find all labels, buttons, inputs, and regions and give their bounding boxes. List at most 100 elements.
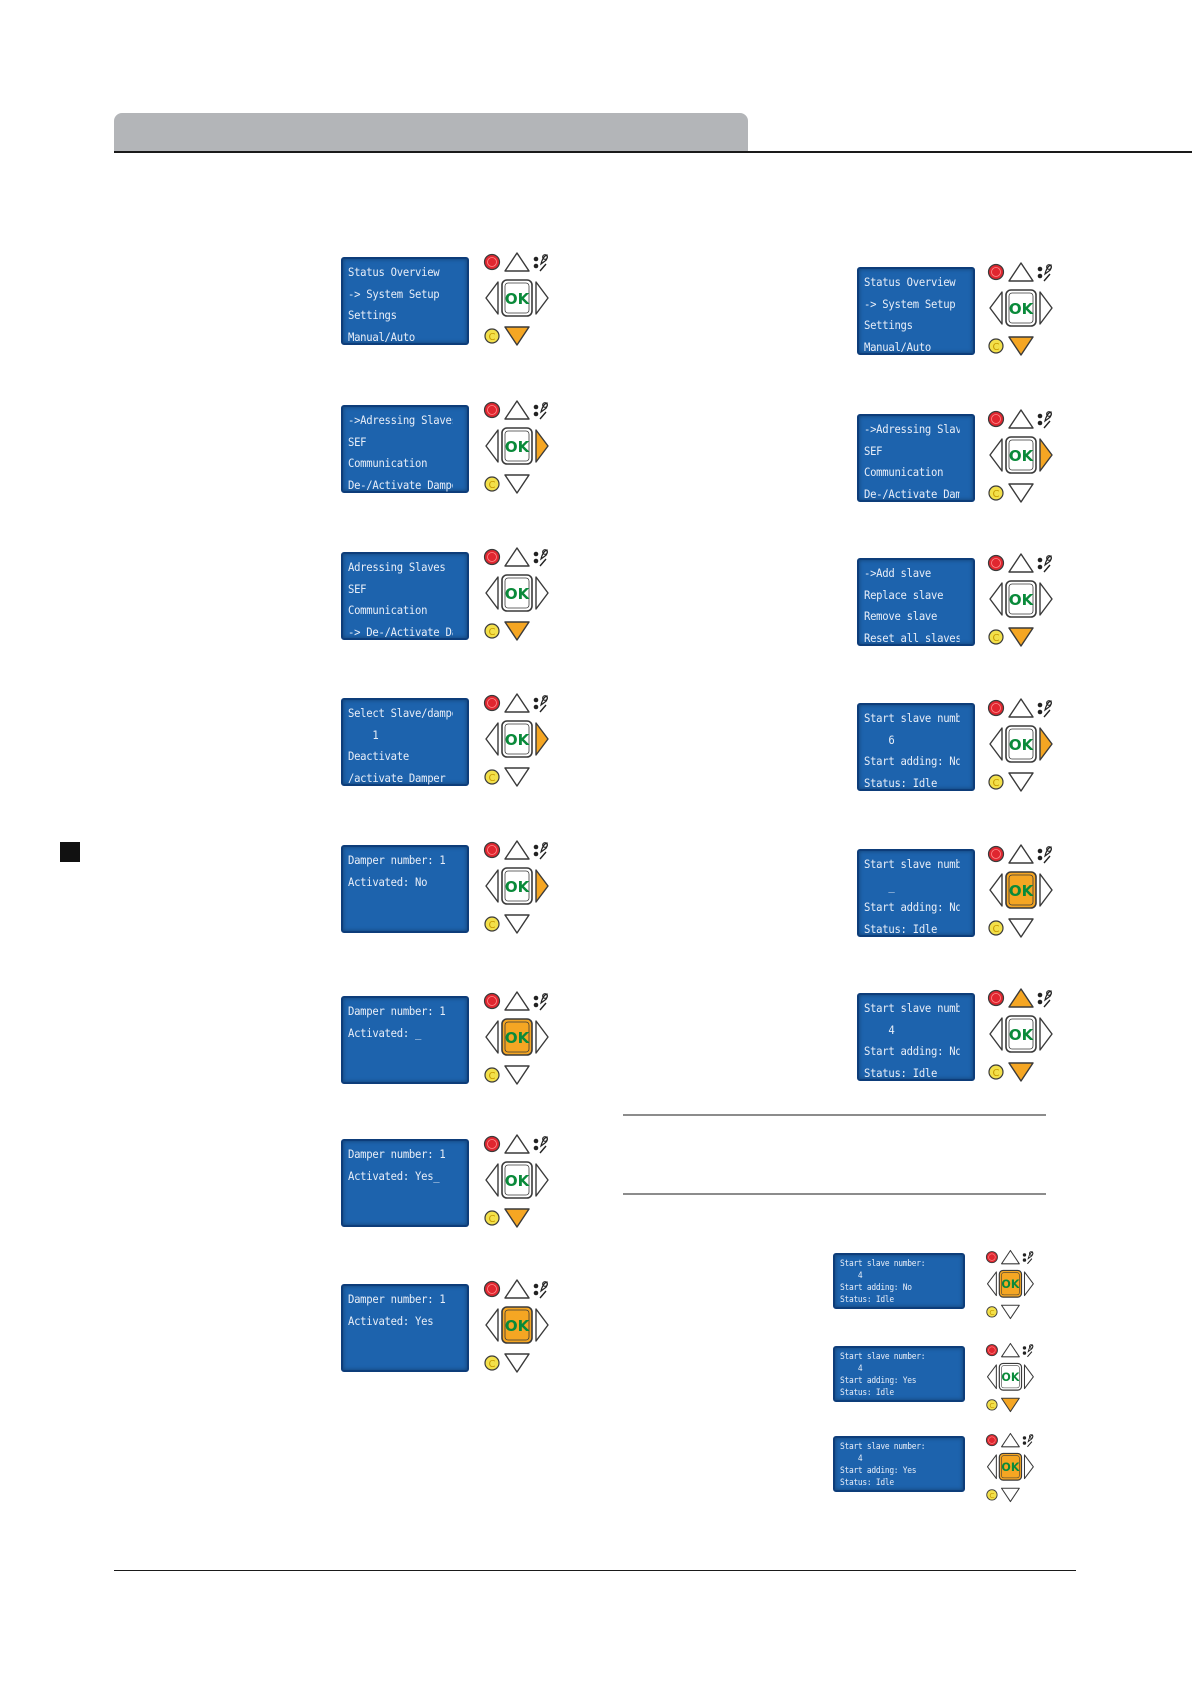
clear-button-icon[interactable]: C (986, 1489, 998, 1501)
down-arrow-icon[interactable] (504, 1065, 530, 1085)
right-arrow-icon[interactable] (1039, 438, 1053, 472)
left-arrow-icon[interactable] (485, 722, 499, 756)
up-arrow-icon[interactable] (1001, 1342, 1020, 1358)
stop-button-icon[interactable] (483, 1135, 501, 1153)
left-arrow-icon[interactable] (989, 582, 1003, 616)
right-arrow-icon[interactable] (535, 429, 549, 463)
clear-button-icon[interactable]: C (484, 916, 500, 932)
down-arrow-icon[interactable] (504, 914, 530, 934)
ok-button[interactable]: OK (998, 1362, 1023, 1391)
left-arrow-icon[interactable] (485, 1308, 499, 1342)
left-arrow-icon[interactable] (986, 1271, 997, 1297)
down-arrow-icon[interactable] (1008, 627, 1034, 647)
clear-button-icon[interactable]: C (986, 1399, 998, 1411)
clear-button-icon[interactable]: C (484, 1210, 500, 1226)
right-arrow-icon[interactable] (535, 1163, 549, 1197)
left-arrow-icon[interactable] (989, 291, 1003, 325)
right-arrow-icon[interactable] (1023, 1454, 1034, 1480)
left-arrow-icon[interactable] (485, 869, 499, 903)
down-arrow-icon[interactable] (1001, 1487, 1020, 1503)
down-arrow-icon[interactable] (1008, 918, 1034, 938)
down-arrow-icon[interactable] (504, 326, 530, 346)
ok-button[interactable]: OK (998, 1269, 1023, 1298)
left-arrow-icon[interactable] (989, 438, 1003, 472)
right-arrow-icon[interactable] (535, 1020, 549, 1054)
clear-button-icon[interactable]: C (484, 1067, 500, 1083)
right-arrow-icon[interactable] (1039, 873, 1053, 907)
clear-button-icon[interactable]: C (988, 629, 1004, 645)
clear-button-icon[interactable]: C (988, 920, 1004, 936)
stop-button-icon[interactable] (483, 841, 501, 859)
clear-button-icon[interactable]: C (484, 1355, 500, 1371)
left-arrow-icon[interactable] (986, 1364, 997, 1390)
ok-button[interactable]: OK (501, 427, 533, 465)
up-arrow-icon[interactable] (1001, 1249, 1020, 1265)
right-arrow-icon[interactable] (535, 869, 549, 903)
left-arrow-icon[interactable] (485, 281, 499, 315)
right-arrow-icon[interactable] (1039, 1017, 1053, 1051)
stop-button-icon[interactable] (483, 694, 501, 712)
clear-button-icon[interactable]: C (484, 476, 500, 492)
up-arrow-icon[interactable] (504, 840, 530, 860)
right-arrow-icon[interactable] (1039, 582, 1053, 616)
left-arrow-icon[interactable] (485, 1163, 499, 1197)
right-arrow-icon[interactable] (535, 1308, 549, 1342)
stop-button-icon[interactable] (483, 1280, 501, 1298)
stop-button-icon[interactable] (985, 1251, 998, 1264)
down-arrow-icon[interactable] (1008, 1062, 1034, 1082)
stop-button-icon[interactable] (987, 410, 1005, 428)
clear-button-icon[interactable]: C (988, 338, 1004, 354)
ok-button[interactable]: OK (501, 867, 533, 905)
down-arrow-icon[interactable] (1001, 1397, 1020, 1413)
up-arrow-icon[interactable] (504, 1134, 530, 1154)
down-arrow-icon[interactable] (504, 1208, 530, 1228)
ok-button[interactable]: OK (1005, 580, 1037, 618)
stop-button-icon[interactable] (483, 401, 501, 419)
right-arrow-icon[interactable] (535, 722, 549, 756)
clear-button-icon[interactable]: C (988, 774, 1004, 790)
down-arrow-icon[interactable] (1008, 772, 1034, 792)
ok-button[interactable]: OK (1005, 1015, 1037, 1053)
up-arrow-icon[interactable] (504, 547, 530, 567)
clear-button-icon[interactable]: C (484, 328, 500, 344)
stop-button-icon[interactable] (985, 1434, 998, 1447)
right-arrow-icon[interactable] (1023, 1271, 1034, 1297)
stop-button-icon[interactable] (483, 548, 501, 566)
clear-button-icon[interactable]: C (484, 623, 500, 639)
up-arrow-icon[interactable] (1008, 698, 1034, 718)
left-arrow-icon[interactable] (485, 429, 499, 463)
down-arrow-icon[interactable] (504, 621, 530, 641)
up-arrow-icon[interactable] (1008, 262, 1034, 282)
down-arrow-icon[interactable] (504, 474, 530, 494)
ok-button[interactable]: OK (501, 279, 533, 317)
up-arrow-icon[interactable] (504, 1279, 530, 1299)
right-arrow-icon[interactable] (535, 281, 549, 315)
ok-button[interactable]: OK (1005, 289, 1037, 327)
stop-button-icon[interactable] (987, 554, 1005, 572)
ok-button[interactable]: OK (501, 574, 533, 612)
ok-button[interactable]: OK (501, 1018, 533, 1056)
up-arrow-icon[interactable] (504, 991, 530, 1011)
up-arrow-icon[interactable] (1001, 1432, 1020, 1448)
down-arrow-icon[interactable] (1001, 1304, 1020, 1320)
left-arrow-icon[interactable] (989, 727, 1003, 761)
ok-button[interactable]: OK (501, 1161, 533, 1199)
stop-button-icon[interactable] (987, 845, 1005, 863)
left-arrow-icon[interactable] (989, 1017, 1003, 1051)
right-arrow-icon[interactable] (1023, 1364, 1034, 1390)
right-arrow-icon[interactable] (1039, 727, 1053, 761)
up-arrow-icon[interactable] (1008, 988, 1034, 1008)
ok-button[interactable]: OK (1005, 436, 1037, 474)
stop-button-icon[interactable] (483, 253, 501, 271)
ok-button[interactable]: OK (998, 1452, 1023, 1481)
down-arrow-icon[interactable] (504, 1353, 530, 1373)
stop-button-icon[interactable] (985, 1344, 998, 1357)
left-arrow-icon[interactable] (986, 1454, 997, 1480)
up-arrow-icon[interactable] (1008, 409, 1034, 429)
down-arrow-icon[interactable] (1008, 483, 1034, 503)
clear-button-icon[interactable]: C (988, 1064, 1004, 1080)
up-arrow-icon[interactable] (504, 693, 530, 713)
clear-button-icon[interactable]: C (986, 1306, 998, 1318)
left-arrow-icon[interactable] (485, 1020, 499, 1054)
right-arrow-icon[interactable] (1039, 291, 1053, 325)
